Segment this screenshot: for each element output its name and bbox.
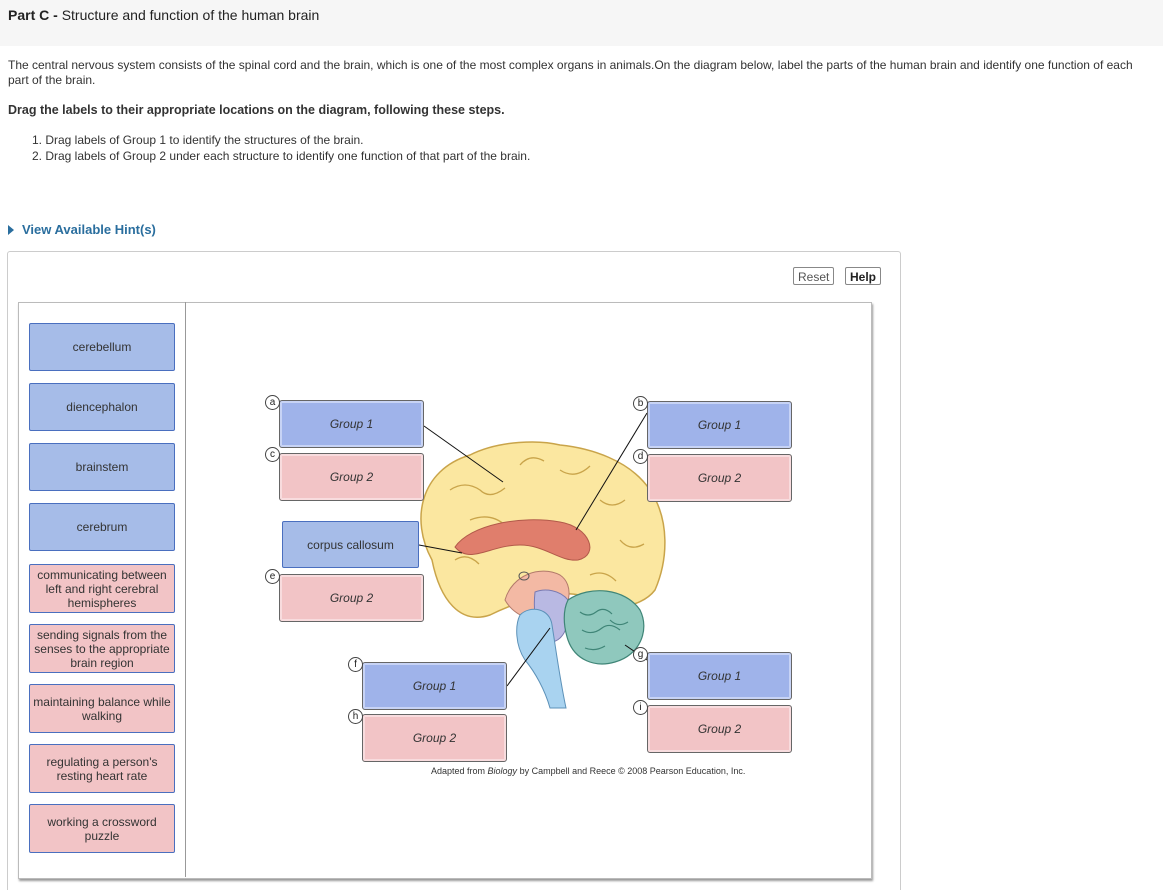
marker-b: b bbox=[633, 396, 648, 411]
marker-i: i bbox=[633, 700, 648, 715]
intro-text: The central nervous system consists of t… bbox=[8, 58, 1133, 87]
part-label: Part C bbox=[8, 7, 50, 23]
part-title-text: Structure and function of the human brai… bbox=[61, 7, 320, 23]
image-credit: Adapted from Biology by Campbell and Ree… bbox=[431, 766, 746, 776]
target-f-group1[interactable]: Group 1 bbox=[362, 662, 507, 710]
target-i-group2[interactable]: Group 2 bbox=[647, 705, 792, 753]
marker-f: f bbox=[348, 657, 363, 672]
label-chip-heart-rate[interactable]: regulating a person's resting heart rate bbox=[29, 744, 175, 793]
target-c-group2[interactable]: Group 2 bbox=[279, 453, 424, 501]
placed-label-corpus-callosum[interactable]: corpus callosum bbox=[282, 521, 419, 568]
instruction-text: Drag the labels to their appropriate loc… bbox=[8, 103, 505, 117]
activity-panel bbox=[7, 251, 901, 890]
label-chip-crossword[interactable]: working a crossword puzzle bbox=[29, 804, 175, 853]
label-chip-cerebellum[interactable]: cerebellum bbox=[29, 323, 175, 371]
marker-g: g bbox=[633, 647, 648, 662]
target-g-group1[interactable]: Group 1 bbox=[647, 652, 792, 700]
label-chip-diencephalon[interactable]: diencephalon bbox=[29, 383, 175, 431]
marker-a: a bbox=[265, 395, 280, 410]
step-item: 2. Drag labels of Group 2 under each str… bbox=[32, 149, 531, 163]
target-a-group1[interactable]: Group 1 bbox=[279, 400, 424, 448]
marker-e: e bbox=[265, 569, 280, 584]
label-chip-communicating[interactable]: communicating between left and right cer… bbox=[29, 564, 175, 613]
target-b-group1[interactable]: Group 1 bbox=[647, 401, 792, 449]
marker-d: d bbox=[633, 449, 648, 464]
target-h-group2[interactable]: Group 2 bbox=[362, 714, 507, 762]
marker-c: c bbox=[265, 447, 280, 462]
label-chip-cerebrum[interactable]: cerebrum bbox=[29, 503, 175, 551]
target-e-group2[interactable]: Group 2 bbox=[279, 574, 424, 622]
label-bank-divider bbox=[185, 302, 186, 877]
part-title: Part C - Structure and function of the h… bbox=[8, 7, 320, 23]
expand-triangle-icon bbox=[8, 225, 14, 235]
cerebellum-shape bbox=[563, 590, 645, 665]
view-hints-link[interactable]: View Available Hint(s) bbox=[8, 222, 156, 237]
label-chip-brainstem[interactable]: brainstem bbox=[29, 443, 175, 491]
target-d-group2[interactable]: Group 2 bbox=[647, 454, 792, 502]
reset-button[interactable]: Reset bbox=[793, 267, 835, 285]
marker-h: h bbox=[348, 709, 363, 724]
part-header: Part C - Structure and function of the h… bbox=[0, 0, 1163, 46]
label-chip-sending-signals[interactable]: sending signals from the senses to the a… bbox=[29, 624, 175, 673]
label-chip-balance[interactable]: maintaining balance while walking bbox=[29, 684, 175, 733]
step-item: 1. Drag labels of Group 1 to identify th… bbox=[32, 133, 364, 147]
help-button[interactable]: Help bbox=[845, 267, 882, 285]
steps-list: 1. Drag labels of Group 1 to identify th… bbox=[32, 132, 530, 164]
